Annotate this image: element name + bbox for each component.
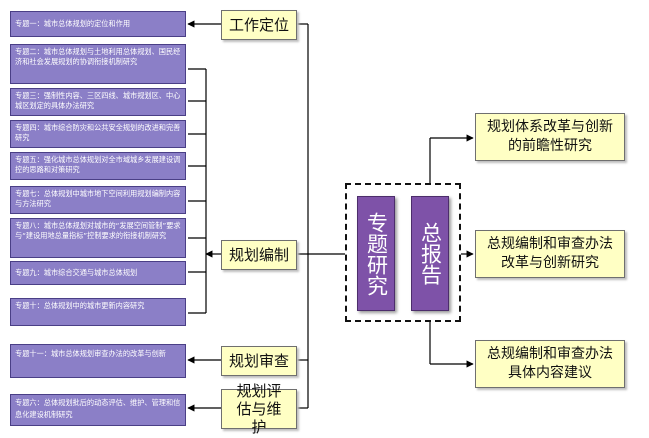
topic-box: 专题二：城市总体规划与土地利用总体规划、国民经济和社会发展规划的协调衔接机制研究: [10, 44, 186, 84]
topic-box: 专题八：城市总体规划对城市的“发展空间管制”要求与“建设用地总量指标”控制要求的…: [10, 218, 186, 258]
output-box: 总规编制和审查办法改革与创新研究: [475, 230, 625, 278]
topic-box: 专题四：城市综合防灾和公共安全规划的改进和完善研究: [10, 120, 186, 148]
category-evaluation: 规划评估与维护: [221, 382, 297, 436]
category-positioning: 工作定位: [221, 10, 297, 40]
topic-box: 专题七：总体规划中城市地下空间利用规划编制内容与方法研究: [10, 186, 186, 214]
general-report-box: 总报告: [411, 196, 449, 311]
special-research-box: 专题研究: [357, 196, 395, 311]
topic-box: 专题九：城市综合交通与城市总体规划: [10, 261, 186, 285]
output-box: 总规编制和审查办法具体内容建议: [475, 340, 625, 388]
topic-box: 专题一：城市总体规划的定位和作用: [10, 11, 186, 37]
topic-box: 专题十：总体规划中的城市更新内容研究: [10, 298, 186, 326]
topic-box: 专题十一：城市总体规划审查办法的改革与创新: [10, 344, 186, 378]
category-review: 规划审查: [221, 346, 297, 376]
topic-box: 专题五：强化城市总体规划对全市域城乡发展建设调控的思路和对策研究: [10, 152, 186, 180]
center-group: [345, 183, 461, 322]
topic-box: 专题三：强制性内容、三区四线、城市规划区、中心城区划定的具体办法研究: [10, 88, 186, 116]
category-compilation: 规划编制: [221, 240, 297, 270]
output-box: 规划体系改革与创新的前瞻性研究: [475, 113, 625, 161]
topic-box: 专题六：总体规划批后的动态评估、维护、管理和信息化建设机制研究: [10, 394, 186, 426]
